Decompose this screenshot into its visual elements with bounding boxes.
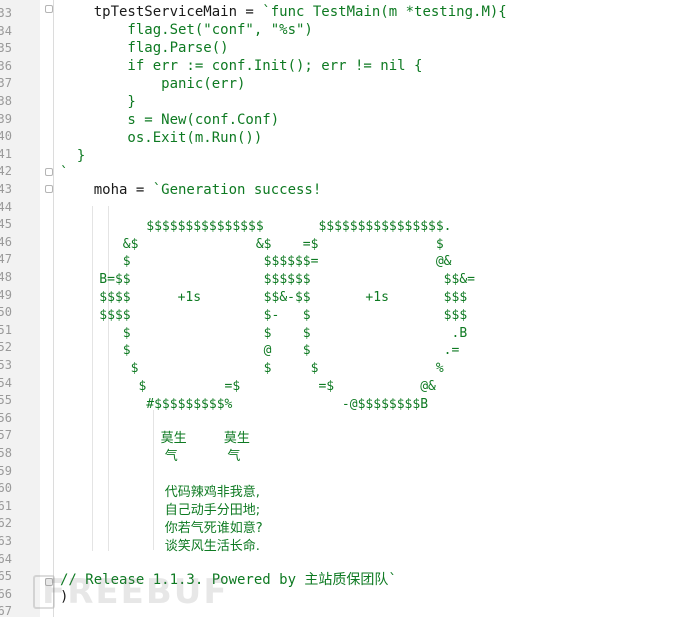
code-line-39[interactable]: s = New(conf.Conf) [60, 112, 280, 128]
fold-marker-icon[interactable] [45, 185, 53, 193]
code-line-66[interactable]: // Release 1.1.3. Powered by 主站质保团队` [60, 572, 397, 588]
fold-marker-icon[interactable] [45, 168, 53, 176]
indent-guide [153, 410, 154, 550]
line-number: 60 [0, 481, 12, 496]
code-line-42[interactable]: ` [60, 165, 69, 181]
watermark-logo-frame [33, 575, 55, 609]
poem-text: 莫生 莫生 气 气 代码辣鸡非我意, 自己动手分田地; 你若气死谁如意? 谈笑风… [160, 431, 263, 554]
code-line-40[interactable]: os.Exit(m.Run()) [60, 130, 263, 146]
line-number: 51 [0, 322, 12, 337]
line-number: 62 [0, 516, 12, 531]
line-number: 35 [0, 41, 12, 56]
line-number: 33 [0, 6, 12, 20]
line-number: 39 [0, 111, 12, 126]
fold-marker-icon[interactable] [45, 578, 53, 586]
line-number: 55 [0, 393, 12, 408]
line-number: 38 [0, 94, 12, 108]
line-number: 41 [0, 146, 12, 161]
line-number: 54 [0, 375, 12, 390]
line-number: 45 [0, 217, 12, 232]
line-number: 50 [0, 305, 12, 320]
code-line-38[interactable]: } [60, 94, 136, 110]
line-number: 59 [0, 463, 12, 478]
code-line-33[interactable]: tpTestServiceMain = `func TestMain(m *te… [60, 4, 507, 20]
gutter-border [53, 0, 54, 617]
code-line-44[interactable]: moha = `Generation success! [60, 182, 322, 198]
watermark: FREEBUF [42, 572, 229, 612]
line-number: 37 [0, 76, 12, 91]
line-number: 36 [0, 58, 12, 73]
line-number: 64 [0, 551, 12, 566]
code-line-67[interactable]: ) [60, 589, 69, 605]
line-number: 49 [0, 287, 12, 302]
line-number: 47 [0, 252, 12, 267]
indent-guide [108, 206, 109, 551]
line-number: 66 [0, 586, 12, 601]
line-number: 40 [0, 129, 12, 144]
indent-guide [92, 206, 93, 551]
line-number: 53 [0, 358, 12, 372]
line-number: 43 [0, 182, 12, 196]
line-number: 34 [0, 23, 12, 38]
line-number: 65 [0, 569, 12, 584]
fold-marker-icon[interactable] [45, 5, 53, 13]
line-number: 42 [0, 164, 12, 179]
code-line-36[interactable]: if err := conf.Init(); err != nil { [60, 58, 423, 74]
code-line-41[interactable]: } [60, 148, 86, 164]
line-number: 52 [0, 340, 12, 355]
code-line-37[interactable]: panic(err) [60, 76, 246, 92]
line-number: 44 [0, 199, 12, 214]
line-number: 61 [0, 498, 12, 513]
line-number: 67 [0, 604, 12, 619]
ascii-art: $$$$$$$$$$$$$$$ $$$$$$$$$$$$$$$$. &$ &$ … [99, 218, 475, 412]
line-number: 46 [0, 234, 12, 249]
code-line-34[interactable]: flag.Set("conf", "%s") [60, 22, 313, 38]
line-number: 63 [0, 534, 12, 548]
line-number: 56 [0, 410, 12, 425]
line-number-gutter [0, 0, 40, 617]
line-number: 58 [0, 446, 12, 460]
code-line-35[interactable]: flag.Parse() [60, 40, 229, 56]
line-number: 48 [0, 270, 12, 284]
line-number: 57 [0, 428, 12, 443]
